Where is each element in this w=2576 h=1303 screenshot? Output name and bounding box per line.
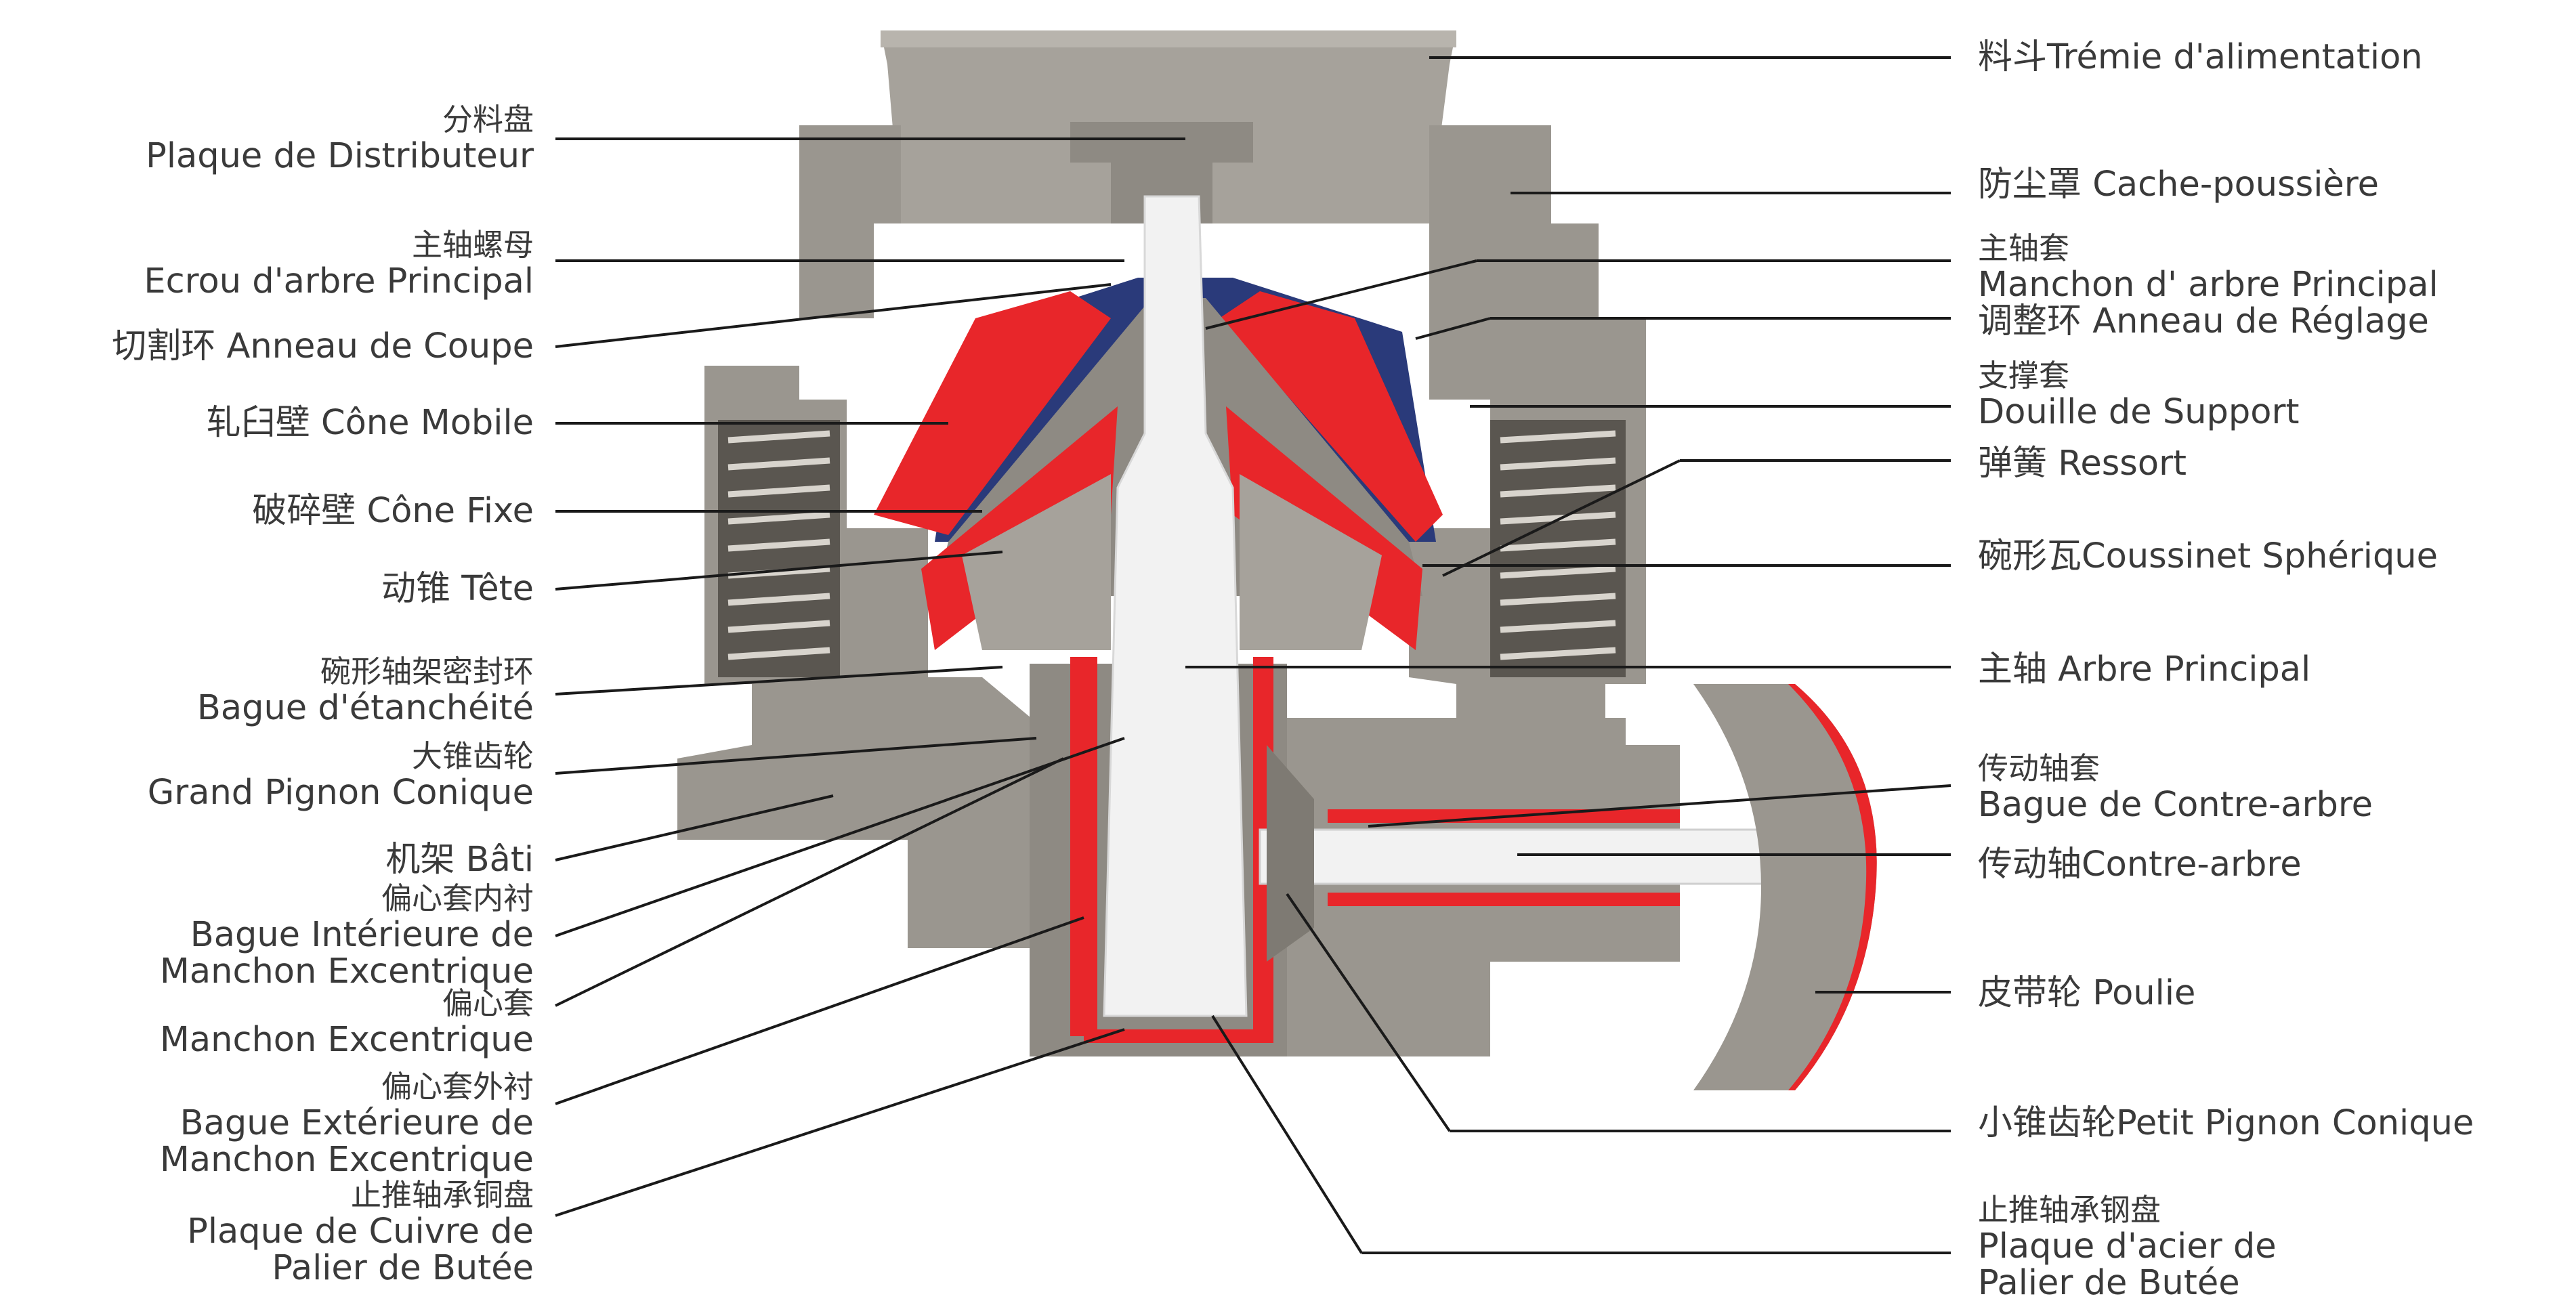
label-fr: Ecrou d'arbre Principal — [144, 261, 534, 301]
pulley — [1693, 684, 1877, 1090]
label-cutting-ring: 切割环 Anneau de Coupe — [112, 328, 534, 365]
label-cn: 偏心套外衬 — [381, 1069, 534, 1105]
label-text: 传动轴Contre-arbre — [1978, 845, 2302, 884]
label-pinion: 小锥齿轮Petit Pignon Conique — [1978, 1105, 2474, 1142]
label-text: 碗形瓦Coussinet Sphérique — [1978, 536, 2438, 576]
label-concave: 破碎壁 Cône Fixe — [252, 493, 534, 530]
label-cn: 碗形轴架密封环 — [320, 654, 534, 689]
label-eccentric: 偏心套 Manchon Excentrique — [160, 985, 534, 1059]
label-fr: Manchon Excentrique — [159, 1020, 534, 1060]
label-cn: 大锥齿轮 — [411, 738, 534, 774]
label-text: 小锥齿轮Petit Pignon Conique — [1978, 1103, 2474, 1143]
label-pulley: 皮带轮 Poulie — [1978, 975, 2195, 1012]
label-seal-ring: 碗形轴架密封环 Bague d'étanchéité — [197, 654, 534, 727]
label-fr: Plaque de Cuivre de — [187, 1212, 534, 1252]
spring-left — [718, 420, 840, 677]
label-cn: 主轴套 — [1978, 230, 2070, 266]
label-frame: 机架 Bâti — [385, 842, 534, 878]
label-socket-liner: 碗形瓦Coussinet Sphérique — [1978, 538, 2438, 575]
label-adjusting-ring: 调整环 Anneau de Réglage — [1978, 303, 2429, 340]
leader-lines-right — [1185, 56, 1951, 1254]
label-feed-hopper: 料斗Trémie d'alimentation — [1978, 39, 2423, 76]
label-eccentric-inner-bushing: 偏心套内衬 Bague Intérieure de Manchon Excent… — [160, 880, 534, 990]
label-dust-cover: 防尘罩 Cache-poussière — [1978, 167, 2379, 203]
label-text: 主轴 Arbre Principal — [1978, 649, 2311, 689]
label-thrust-steel-plate: 止推轴承钢盘 Plaque d'acier de Palier de Butée — [1978, 1192, 2277, 1302]
label-main-shaft-nut: 主轴螺母 Ecrou d'arbre Principal — [144, 227, 534, 300]
label-text: 皮带轮 Poulie — [1978, 973, 2196, 1013]
label-text: 料斗Trémie d'alimentation — [1978, 37, 2423, 77]
label-cn: 偏心套 — [442, 985, 534, 1021]
pinion — [1267, 745, 1314, 962]
label-text: 机架 Bâti — [385, 840, 534, 880]
label-fr2: Palier de Butée — [1978, 1263, 2240, 1303]
label-mantle: 轧臼壁 Cône Mobile — [207, 405, 534, 442]
crusher-cutaway-illustration — [677, 30, 1877, 1090]
label-fr: Manchon d' arbre Principal — [1978, 265, 2438, 305]
label-fr: Douille de Support — [1978, 392, 2300, 432]
label-countershaft-bushing: 传动轴套 Bague de Contre-arbre — [1978, 750, 2373, 824]
label-cn: 止推轴承钢盘 — [1978, 1192, 2161, 1228]
label-text: 防尘罩 Cache-poussière — [1978, 165, 2380, 205]
label-eccentric-outer-bushing: 偏心套外衬 Bague Extérieure de Manchon Excent… — [160, 1069, 534, 1178]
label-cn: 分料盘 — [442, 102, 534, 137]
label-fr2: Palier de Butée — [272, 1248, 534, 1288]
label-text: 动锥 Tête — [381, 569, 534, 609]
spring-right — [1490, 420, 1626, 677]
label-fr2: Manchon Excentrique — [159, 1140, 534, 1180]
label-thrust-copper-plate: 止推轴承铜盘 Plaque de Cuivre de Palier de But… — [187, 1177, 534, 1287]
label-fr: Bague Intérieure de — [190, 915, 534, 955]
label-main-shaft-sleeve: 主轴套 Manchon d' arbre Principal — [1978, 230, 2438, 303]
label-distributor-plate: 分料盘 Plaque de Distributeur — [146, 102, 534, 175]
concave-liner — [874, 291, 1111, 535]
label-cn: 主轴螺母 — [411, 227, 534, 263]
label-bevel-gear: 大锥齿轮 Grand Pignon Conique — [148, 738, 534, 811]
label-cn: 传动轴套 — [1978, 750, 2100, 786]
label-fr: Bague Extérieure de — [180, 1103, 534, 1143]
eccentric-bushing — [1070, 657, 1097, 1036]
countershaft — [1259, 828, 1817, 885]
label-fr: Plaque d'acier de — [1978, 1226, 2277, 1266]
label-head: 动锥 Tête — [381, 571, 534, 607]
label-cn: 止推轴承铜盘 — [350, 1177, 534, 1213]
label-text: 轧臼壁 Cône Mobile — [206, 403, 534, 443]
label-fr: Bague de Contre-arbre — [1978, 785, 2373, 825]
concave-liner-right — [1219, 291, 1443, 542]
label-fr2: Manchon Excentrique — [159, 952, 534, 991]
label-fr: Bague d'étanchéité — [196, 688, 534, 728]
label-main-shaft: 主轴 Arbre Principal — [1978, 652, 2310, 688]
label-cn: 支撑套 — [1978, 358, 2070, 393]
label-fr: Grand Pignon Conique — [147, 773, 534, 813]
label-text: 调整环 Anneau de Réglage — [1978, 301, 2429, 341]
label-text: 弹簧 Ressort — [1978, 444, 2187, 484]
label-support-sleeve: 支撑套 Douille de Support — [1978, 358, 2299, 431]
label-text: 切割环 Anneau de Coupe — [112, 326, 534, 366]
label-text: 破碎壁 Cône Fixe — [252, 491, 534, 531]
label-cn: 偏心套内衬 — [381, 880, 534, 916]
main-shaft — [1103, 195, 1248, 1017]
label-fr: Plaque de Distributeur — [146, 136, 534, 176]
label-spring: 弹簧 Ressort — [1978, 446, 2187, 482]
frame-left — [677, 125, 1063, 1056]
label-countershaft: 传动轴Contre-arbre — [1978, 847, 2302, 883]
leader-lines-left — [555, 137, 1185, 1217]
